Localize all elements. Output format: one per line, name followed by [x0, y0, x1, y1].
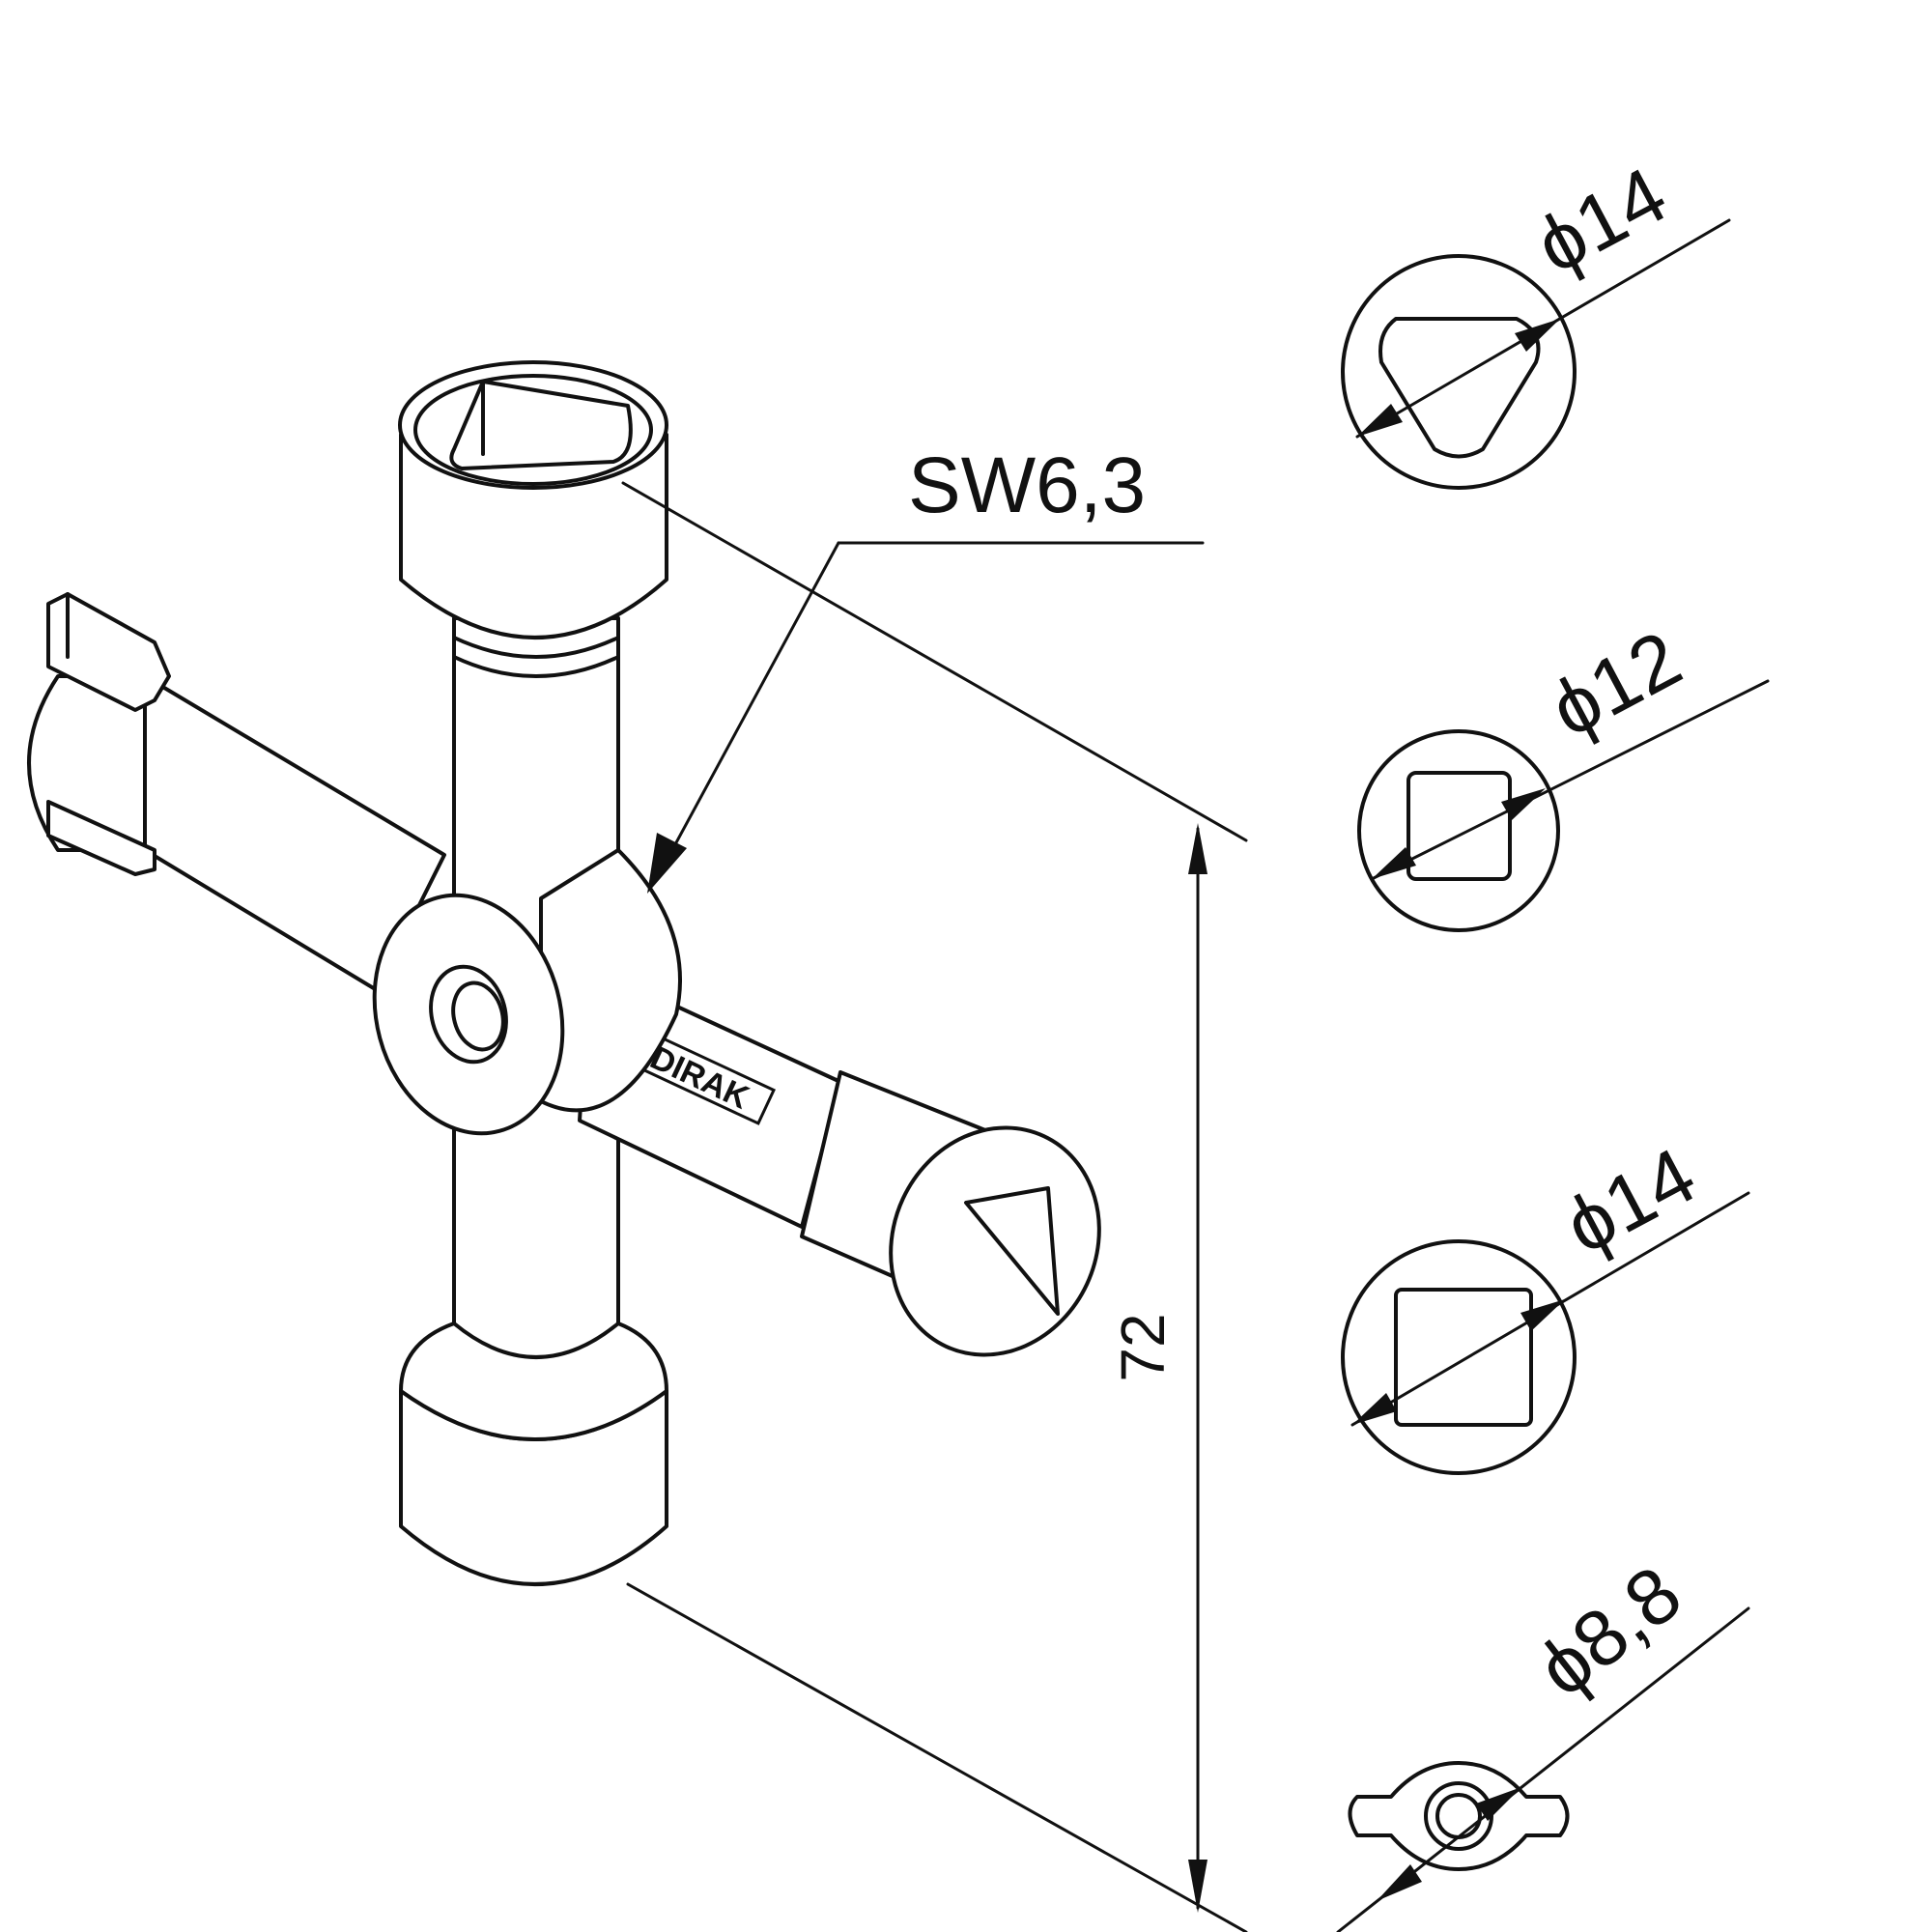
square-icon [1406, 771, 1512, 881]
rounded-triangle-icon [1378, 317, 1541, 459]
center-hub [372, 848, 682, 1136]
profile-square-12: ϕ12 [1357, 614, 1770, 932]
height-dimension: 72 [621, 481, 1248, 1932]
sw-callout-label: SW6,3 [908, 441, 1146, 529]
triangle-socket-icon [449, 380, 633, 470]
profile-square-14: ϕ14 [1341, 1131, 1750, 1475]
upper-socket [398, 360, 668, 639]
square-icon [1394, 1288, 1533, 1427]
lower-socket [399, 1321, 668, 1586]
profile-label: ϕ14 [1522, 151, 1681, 291]
profile-double-bit-8-8: ϕ8,8 [1336, 1549, 1750, 1932]
profile-label: ϕ12 [1537, 614, 1695, 754]
left-arm [27, 592, 446, 992]
height-dimension-label: 72 [1108, 1313, 1178, 1381]
cross-key-illustration: DIRAK [27, 360, 1101, 1586]
profile-triangle-14: ϕ14 [1341, 151, 1731, 490]
sw-callout: SW6,3 [647, 441, 1205, 894]
profile-label: ϕ14 [1551, 1131, 1710, 1271]
double-bit-icon [1348, 1761, 1570, 1871]
profile-label: ϕ8,8 [1521, 1549, 1697, 1714]
triangle-socket-icon [964, 1186, 1060, 1316]
right-arm: DIRAK [578, 964, 1101, 1357]
